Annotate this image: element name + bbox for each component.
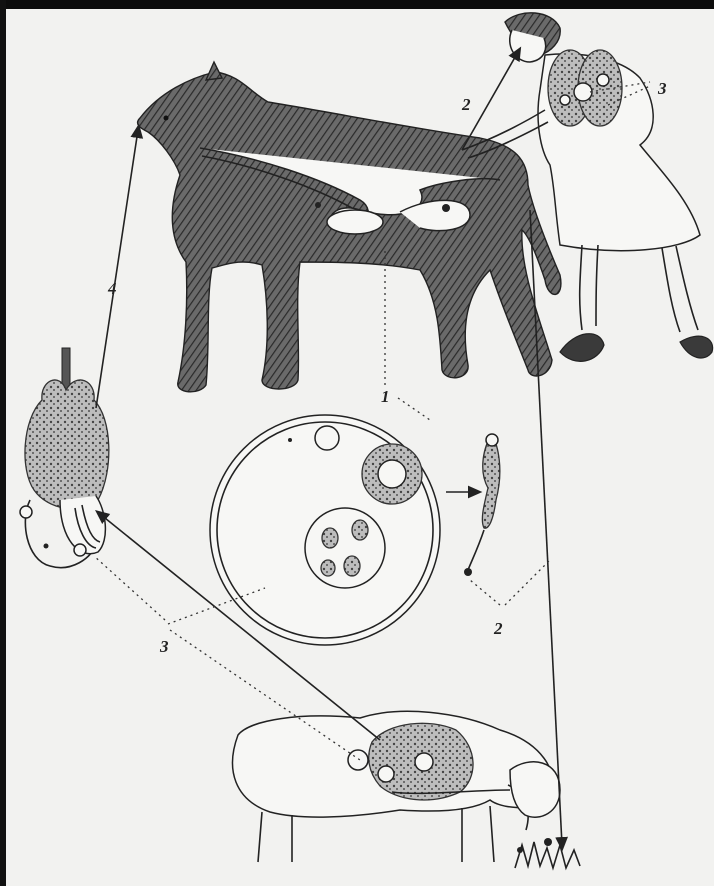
adult-worm-illustration — [464, 434, 500, 576]
sheep-illustration — [233, 711, 580, 868]
label-stage-2-bottom: 2 — [493, 619, 503, 638]
label-stage-1: 1 — [381, 387, 390, 406]
label-stage-3-right: 3 — [657, 79, 667, 98]
label-stage-4: 4 — [107, 279, 117, 298]
cyst-diagram — [210, 415, 440, 645]
organ-illustration — [20, 348, 109, 568]
dog-illustration — [138, 62, 561, 392]
label-stage-2-top: 2 — [461, 95, 471, 114]
label-stage-3-left: 3 — [159, 637, 169, 656]
